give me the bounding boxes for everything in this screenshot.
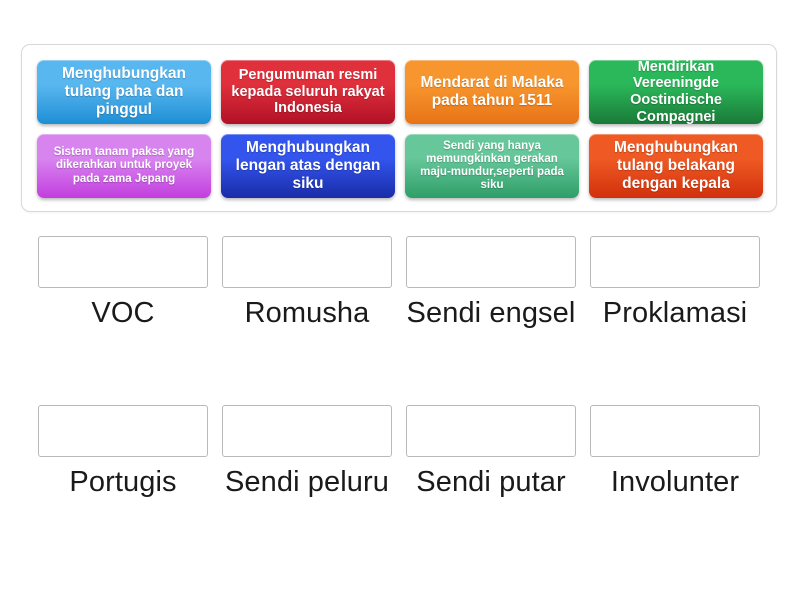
drop-zone[interactable] [406,405,576,457]
tile-label: Sendi yang hanya memungkinkan gerakan ma… [420,139,564,192]
tile-label: Mendirikan Vereeningde Oostindische Comp… [630,60,722,124]
tile-label: Pengumuman resmi kepada seluruh rakyat I… [231,66,385,117]
draggable-tile[interactable]: Menghubungkan lengan atas dengan siku [221,134,395,198]
drop-zone[interactable] [222,236,392,288]
drop-slot-label: Proklamasi [602,297,748,329]
tile-label: Menghubungkan tulang belakang dengan kep… [614,139,738,192]
drop-slot[interactable]: Proklamasi [590,236,760,330]
drop-zone[interactable] [406,236,576,288]
drop-slot-label: Sendi engsel [406,297,576,329]
drop-slot[interactable]: VOC [38,236,208,330]
drop-slot-label: Portugis [69,466,177,498]
drop-zone[interactable] [38,405,208,457]
drop-slot[interactable]: Sendi peluru [222,405,392,499]
drop-slot-label: Sendi peluru [224,466,390,498]
tile-label: Menghubungkan lengan atas dengan siku [235,139,381,192]
drop-zone[interactable] [590,405,760,457]
tile-label: Menghubungkan tulang paha dan pinggul [62,65,186,118]
draggable-tile[interactable]: Menghubungkan tulang belakang dengan kep… [589,134,763,198]
drop-slot[interactable]: Sendi putar [406,405,576,499]
draggable-tile[interactable]: Mendarat di Malaka pada tahun 1511 [405,60,579,124]
tile-label: Sistem tanam paksa yang dikerahkan untuk… [53,146,195,185]
drop-zone[interactable] [590,236,760,288]
drop-slot[interactable]: Romusha [222,236,392,330]
draggable-tile[interactable]: Mendirikan Vereeningde Oostindische Comp… [589,60,763,124]
drop-zone[interactable] [222,405,392,457]
draggable-tile[interactable]: Sendi yang hanya memungkinkan gerakan ma… [405,134,579,198]
drop-slot-label: Involunter [610,466,740,498]
drop-slot[interactable]: Portugis [38,405,208,499]
draggable-tile-tray: Menghubungkan tulang paha dan pinggul Pe… [21,44,777,212]
draggable-tile[interactable]: Pengumuman resmi kepada seluruh rakyat I… [221,60,395,124]
draggable-tile[interactable]: Sistem tanam paksa yang dikerahkan untuk… [37,134,211,198]
drop-zone[interactable] [38,236,208,288]
drop-slot-label: VOC [91,297,155,329]
tile-label: Mendarat di Malaka pada tahun 1511 [420,74,564,109]
drop-slot-label: Romusha [244,297,370,329]
drop-slot[interactable]: Sendi engsel [406,236,576,330]
drop-slot[interactable]: Involunter [590,405,760,499]
drop-slot-label: Sendi putar [416,466,566,498]
draggable-tile[interactable]: Menghubungkan tulang paha dan pinggul [37,60,211,124]
